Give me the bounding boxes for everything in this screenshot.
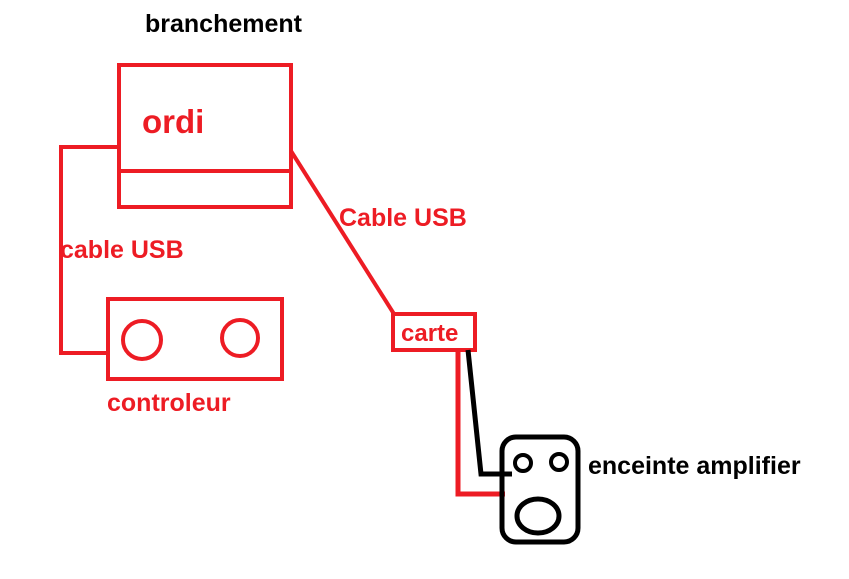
- audio-cable-black: [465, 349, 512, 477]
- card-box: [391, 312, 477, 352]
- card-node: carte: [391, 312, 477, 352]
- computer-label: ordi: [142, 103, 204, 140]
- usb-cable-right-label: Cable USB: [339, 204, 467, 232]
- computer-box: [117, 63, 293, 209]
- speaker-tweeter-right: [549, 452, 569, 472]
- usb-cable-left-label: cable USB: [60, 236, 184, 264]
- controller-label: controleur: [107, 389, 231, 417]
- speaker-woofer: [514, 496, 562, 536]
- diagram-title: branchement: [145, 10, 303, 38]
- usb-cable-computer-controller: [59, 145, 119, 355]
- card-label: carte: [401, 320, 458, 347]
- controller-node: controleur: [106, 297, 284, 417]
- usb-cable-computer-card: [289, 149, 396, 316]
- speaker-body: [499, 434, 581, 545]
- controller-knob-right: [220, 318, 260, 358]
- speaker-label: enceinte amplifier: [588, 452, 801, 480]
- audio-cable-red: [455, 350, 505, 497]
- speaker-tweeter-left: [513, 453, 533, 473]
- speaker-node: enceinte amplifier: [499, 434, 801, 545]
- controller-knob-left: [121, 319, 163, 361]
- controller-box: [106, 297, 284, 381]
- computer-node: ordi: [117, 63, 293, 209]
